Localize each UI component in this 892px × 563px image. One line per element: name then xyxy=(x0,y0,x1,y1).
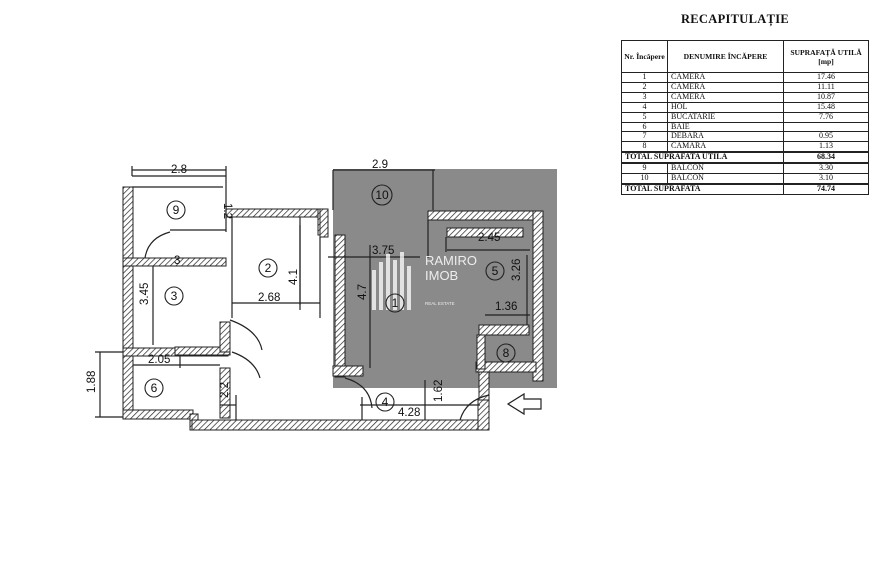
cell-nr: 9 xyxy=(621,162,668,175)
cell-name: HOL xyxy=(667,101,784,113)
table-row: 5 BUCATARIE 7.76 xyxy=(621,111,869,123)
watermark-line1: RAMIRO xyxy=(425,253,477,268)
dim-2-9: 2.9 xyxy=(372,159,388,171)
room-circle-5 xyxy=(485,261,505,281)
dim-1-62: 1.62 xyxy=(433,380,445,402)
cell-name: CAMERA xyxy=(667,91,784,103)
dim-3-75: 3.75 xyxy=(372,245,394,257)
room-label-4: 4 xyxy=(382,395,389,409)
interior-lines xyxy=(95,166,530,421)
cell-name: BUCATARIE xyxy=(667,111,784,123)
cell-area: 7.76 xyxy=(783,111,869,123)
cell-area: 17.46 xyxy=(783,72,869,83)
room-label-1: 1 xyxy=(392,296,399,310)
cell-name: BALCON xyxy=(667,162,784,175)
table-row: 7 DEBARA 0.95 xyxy=(621,131,869,143)
dim-2-8: 2.8 xyxy=(171,164,187,176)
dim-3: 3 xyxy=(174,255,180,267)
room-circle-6 xyxy=(144,378,164,398)
room-circle-10 xyxy=(371,184,393,206)
header-area: SUPRAFAȚĂ UTILĂ [mp] xyxy=(783,40,869,73)
cell-name: CAMERA xyxy=(667,72,784,83)
table-row: 3 CAMERA 10.87 xyxy=(621,91,869,103)
total-label: TOTAL SUPRAFATA xyxy=(621,182,784,195)
cell-name: DEBARA xyxy=(667,131,784,143)
room-circle-9 xyxy=(166,200,186,220)
cell-area: 3.30 xyxy=(783,162,869,175)
table-header-row: Nr. Încăpere DENUMIRE ÎNCĂPERE SUPRAFAȚĂ… xyxy=(621,40,869,73)
dim-2-45: 2.45 xyxy=(478,232,500,244)
table-row: 2 CAMERA 11.11 xyxy=(621,81,869,93)
walls xyxy=(122,186,544,431)
cell-nr: 2 xyxy=(621,81,668,93)
cell-name: BAIE xyxy=(667,121,784,133)
room-circle-8 xyxy=(496,343,516,363)
header-nr: Nr. Încăpere xyxy=(621,40,668,73)
dim-2-68: 2.68 xyxy=(258,292,280,304)
room-numbers xyxy=(144,184,516,412)
dim-3-45: 3.45 xyxy=(139,283,151,305)
cell-area: 0.95 xyxy=(783,131,869,143)
watermark-line2: IMOB xyxy=(425,268,458,283)
room-label-3: 3 xyxy=(171,289,178,303)
cell-area: 10.87 xyxy=(783,91,869,103)
cell-area: 11.11 xyxy=(783,81,869,93)
dim-4-7: 4.7 xyxy=(357,284,369,300)
dimension-labels: 2.8 2.9 1.2 3 3.75 2.45 3.26 3.45 4.1 2.… xyxy=(86,159,523,419)
cell-nr: 10 xyxy=(621,173,668,185)
recap-title: RECAPITULAȚIE xyxy=(680,12,790,26)
table-row: 10 BALCON 3.10 xyxy=(621,173,869,185)
cell-name: CAMARA xyxy=(667,141,784,153)
room-circle-4 xyxy=(375,392,395,412)
dim-1-88: 1.88 xyxy=(86,371,98,393)
total-row: TOTAL SUPRAFATA 74.74 xyxy=(621,182,869,195)
dim-2-05: 2.05 xyxy=(148,354,170,366)
watermark: RAMIRO IMOB REAL ESTATE xyxy=(372,252,477,310)
recap-table: Nr. Încăpere DENUMIRE ÎNCĂPERE SUPRAFAȚĂ… xyxy=(621,40,869,195)
cell-nr: 6 xyxy=(621,121,668,133)
room-label-10: 10 xyxy=(375,188,389,202)
cell-nr: 5 xyxy=(621,111,668,123)
dim-3-26: 3.26 xyxy=(511,259,523,281)
table-row: 1 CAMERA 17.46 xyxy=(621,72,869,83)
cell-nr: 8 xyxy=(621,141,668,153)
total-util-label: TOTAL SUPRAFATA UTILA xyxy=(621,151,784,164)
header-name: DENUMIRE ÎNCĂPERE xyxy=(667,40,784,73)
dim-1-2: 1.2 xyxy=(221,203,233,219)
room-label-2: 2 xyxy=(265,261,272,275)
cell-nr: 7 xyxy=(621,131,668,143)
cell-nr: 3 xyxy=(621,91,668,103)
cell-area: 1.13 xyxy=(783,141,869,153)
table-row: 4 HOL 15.48 xyxy=(621,101,869,113)
cell-nr: 1 xyxy=(621,72,668,83)
dim-4-28: 4.28 xyxy=(398,407,420,419)
dim-2-2: 2.2 xyxy=(219,382,231,398)
cell-area xyxy=(783,121,869,133)
room-number-labels: 9 3 2 1 10 5 8 6 4 xyxy=(151,188,510,409)
total-util-area: 68.34 xyxy=(783,151,869,164)
room-label-5: 5 xyxy=(492,264,499,278)
watermark-line3: REAL ESTATE xyxy=(425,301,455,306)
room-circle-2 xyxy=(258,258,278,278)
dim-4-1: 4.1 xyxy=(288,269,300,285)
room-circle-3 xyxy=(164,286,184,306)
table-row: 8 CAMARA 1.13 xyxy=(621,141,869,153)
room-label-8: 8 xyxy=(503,346,510,360)
table-row: 6 BAIE xyxy=(621,121,869,133)
cell-area: 15.48 xyxy=(783,101,869,113)
total-area: 74.74 xyxy=(783,182,869,195)
room-label-9: 9 xyxy=(173,203,180,217)
dim-1-36: 1.36 xyxy=(495,301,517,313)
arrow-left-icon xyxy=(506,392,542,416)
room-label-6: 6 xyxy=(151,381,158,395)
cell-area: 3.10 xyxy=(783,173,869,185)
cell-nr: 4 xyxy=(621,101,668,113)
watermark-logo-icon xyxy=(372,270,376,310)
cell-name: BALCON xyxy=(667,173,784,185)
cell-name: CAMERA xyxy=(667,81,784,93)
room-circle-1 xyxy=(385,293,405,313)
table-row: 9 BALCON 3.30 xyxy=(621,162,869,175)
total-util-row: TOTAL SUPRAFATA UTILA 68.34 xyxy=(621,151,869,164)
